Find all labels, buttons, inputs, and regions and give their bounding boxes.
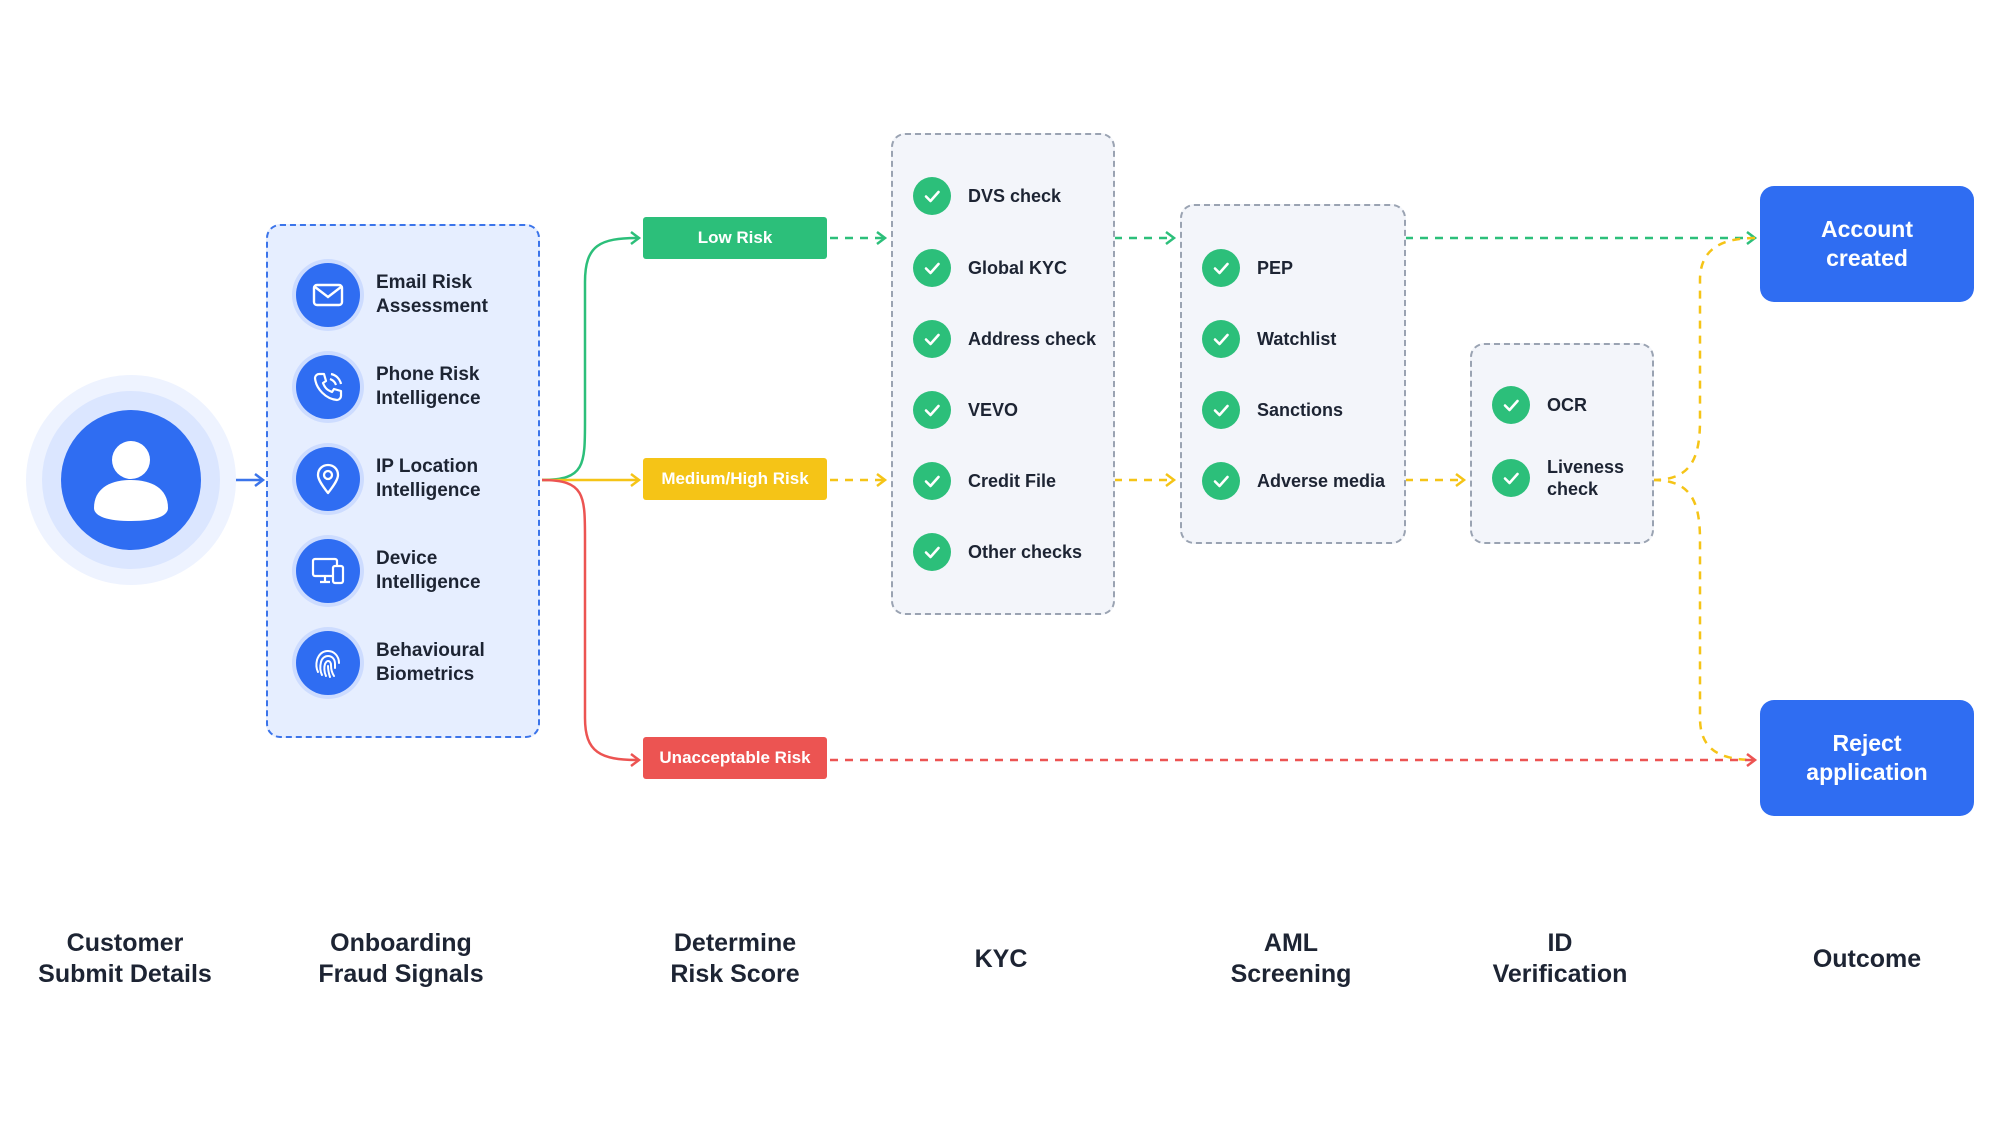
aml-check-item: Watchlist <box>1202 317 1336 361</box>
signal-label: Device Intelligence <box>376 548 481 593</box>
id-check-item: Liveness check <box>1492 456 1624 500</box>
check-circle-icon <box>1202 249 1240 287</box>
check-circle-icon <box>913 320 951 358</box>
connector-to-low-risk <box>541 236 639 482</box>
arrow-head-unacceptable-risk <box>630 753 642 767</box>
customer-avatar <box>61 410 201 550</box>
stage-label-kyc: KYC <box>974 944 1028 973</box>
arrow-head-medium-kyc <box>876 473 888 487</box>
aml-check-item: Sanctions <box>1202 388 1343 432</box>
check-circle-icon <box>1202 320 1240 358</box>
id-verification-panel <box>1470 343 1654 544</box>
connector-to-unacceptable-risk <box>541 478 639 762</box>
aml-check-label: Adverse media <box>1257 471 1386 491</box>
aml-check-label: Sanctions <box>1257 400 1344 420</box>
kyc-check-item: Global KYC <box>913 246 1067 290</box>
check-circle-icon <box>913 462 951 500</box>
check-circle-icon <box>1202 462 1240 500</box>
kyc-check-item: Credit File <box>913 459 1056 503</box>
signal-phone-risk: Phone Risk Intelligence <box>296 352 526 422</box>
kyc-check-item: DVS check <box>913 174 1061 218</box>
stage-label-outcome: Outcome <box>1812 944 1922 973</box>
kyc-check-item: Address check <box>913 317 1096 361</box>
id-check-item: OCR <box>1492 383 1587 427</box>
arrow-head-signals <box>254 473 266 487</box>
kyc-check-label: Address check <box>968 329 1097 349</box>
connector-idv-to-account <box>1652 236 1756 482</box>
check-circle-icon <box>1202 391 1240 429</box>
unacceptable-risk-badge: Unacceptable Risk <box>643 737 827 779</box>
signal-label: Email Risk Assessment <box>376 272 488 317</box>
id-check-label: Liveness check <box>1547 457 1625 499</box>
signal-behavioural-biometrics: Behavioural Biometrics <box>296 628 526 698</box>
stage-label-aml: AML Screening <box>1230 929 1352 988</box>
user-icon <box>94 441 168 521</box>
devices-icon <box>296 539 360 603</box>
connector-idv-to-reject <box>1652 478 1756 762</box>
check-circle-icon <box>913 391 951 429</box>
stage-label-customer: Customer Submit Details <box>38 929 212 988</box>
signal-label: Phone Risk Intelligence <box>376 364 481 409</box>
arrow-head-low-risk <box>630 231 642 245</box>
signal-device: Device Intelligence <box>296 536 526 606</box>
phone-icon <box>296 355 360 419</box>
kyc-check-label: DVS check <box>968 186 1062 206</box>
envelope-icon <box>296 263 360 327</box>
check-circle-icon <box>913 249 951 287</box>
signal-label: IP Location Intelligence <box>376 456 481 501</box>
signal-ip-location: IP Location Intelligence <box>296 444 526 514</box>
aml-check-label: PEP <box>1257 258 1294 278</box>
medium-high-risk-badge: Medium/High Risk <box>643 458 827 500</box>
arrow-head-medium-risk <box>630 473 642 487</box>
account-created-box: Account created <box>1760 186 1974 302</box>
kyc-check-item: VEVO <box>913 388 1018 432</box>
arrow-head-idv <box>1455 473 1467 487</box>
id-check-label: OCR <box>1547 395 1587 415</box>
reject-application-box: Reject application <box>1760 700 1974 816</box>
location-pin-icon <box>296 447 360 511</box>
fingerprint-icon <box>296 631 360 695</box>
arrow-head-aml-yellow <box>1165 473 1177 487</box>
check-circle-icon <box>913 533 951 571</box>
kyc-check-item: Other checks <box>913 530 1082 574</box>
aml-check-item: Adverse media <box>1202 459 1385 503</box>
stage-label-id-verification: ID Verification <box>1492 929 1628 988</box>
kyc-check-label: Other checks <box>968 542 1083 562</box>
check-circle-icon <box>1492 386 1530 424</box>
arrow-head-reject <box>1746 753 1758 767</box>
signal-label: Behavioural Biometrics <box>376 640 485 685</box>
aml-check-label: Watchlist <box>1257 329 1337 349</box>
kyc-check-label: VEVO <box>968 400 1019 420</box>
arrow-head-aml-green <box>1165 231 1177 245</box>
aml-check-item: PEP <box>1202 246 1293 290</box>
stage-label-fraud-signals: Onboarding Fraud Signals <box>318 929 484 988</box>
low-risk-badge: Low Risk <box>643 217 827 259</box>
signal-email-risk: Email Risk Assessment <box>296 260 526 330</box>
kyc-check-label: Global KYC <box>968 258 1068 278</box>
check-circle-icon <box>1492 459 1530 497</box>
check-circle-icon <box>913 177 951 215</box>
arrow-head-low-kyc <box>876 231 888 245</box>
kyc-check-label: Credit File <box>968 471 1057 491</box>
stage-label-risk-score: Determine Risk Score <box>670 929 800 988</box>
